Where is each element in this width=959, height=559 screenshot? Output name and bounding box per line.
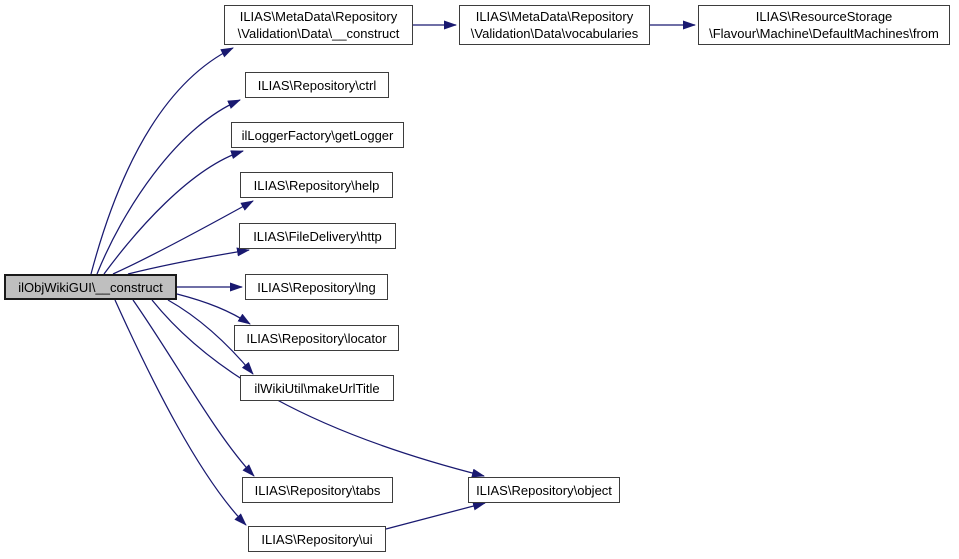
node-metadata-data-vocabularies[interactable]: ILIAS\MetaData\Repository \Validation\Da…	[459, 5, 650, 45]
node-repository-ui[interactable]: ILIAS\Repository\ui	[248, 526, 386, 552]
edge-construct-to-locator	[176, 293, 251, 325]
edge-construct-to-makeurltitle	[167, 299, 254, 375]
node-resourcestorage-defaultmachines-from[interactable]: ILIAS\ResourceStorage \Flavour\Machine\D…	[698, 5, 950, 45]
node-ilwikiutil-makeurltitle[interactable]: ilWikiUtil\makeUrlTitle	[240, 375, 394, 401]
node-repository-ctrl[interactable]: ILIAS\Repository\ctrl	[245, 72, 389, 98]
edge-construct-to-metadata-construct	[90, 47, 234, 275]
node-filedelivery-http[interactable]: ILIAS\FileDelivery\http	[239, 223, 396, 249]
edge-construct-to-getlogger	[103, 150, 244, 275]
edge-construct-to-help	[112, 200, 254, 275]
node-repository-tabs[interactable]: ILIAS\Repository\tabs	[242, 477, 393, 503]
node-ilobjwikigui-construct: ilObjWikiGUI\__construct	[4, 274, 177, 300]
edge-construct-to-http	[127, 247, 250, 275]
edge-construct-to-tabs	[132, 299, 255, 477]
edge-ui-to-object	[385, 501, 486, 530]
node-illoggerfactory-getlogger[interactable]: ilLoggerFactory\getLogger	[231, 122, 404, 148]
node-metadata-data-construct[interactable]: ILIAS\MetaData\Repository \Validation\Da…	[224, 5, 413, 45]
node-repository-lng[interactable]: ILIAS\Repository\lng	[245, 274, 388, 300]
edge-construct-to-ui	[114, 299, 247, 526]
node-repository-object[interactable]: ILIAS\Repository\object	[468, 477, 620, 503]
node-repository-locator[interactable]: ILIAS\Repository\locator	[234, 325, 399, 351]
node-repository-help[interactable]: ILIAS\Repository\help	[240, 172, 393, 198]
edge-construct-to-ctrl	[96, 99, 241, 275]
